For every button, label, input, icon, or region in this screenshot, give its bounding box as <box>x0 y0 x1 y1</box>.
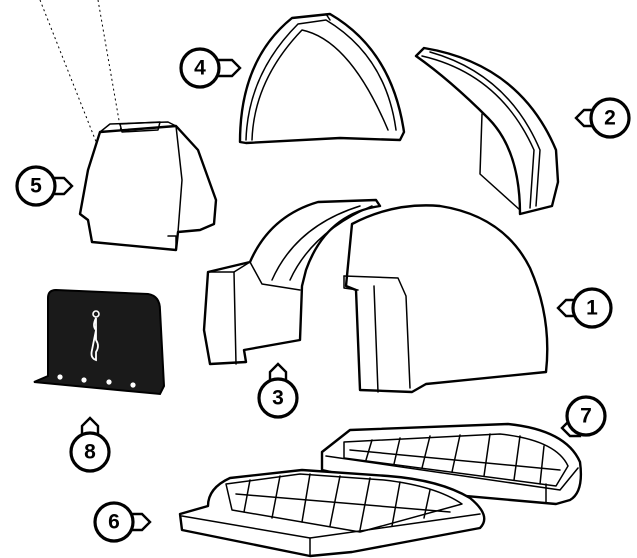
callout-badge-7: 7 <box>562 397 605 436</box>
callout-label-8: 8 <box>84 441 96 464</box>
part-door-plate <box>34 290 164 394</box>
callout-badge-5: 5 <box>17 167 72 205</box>
callout-label-3: 3 <box>272 387 284 410</box>
callout-label-1: 1 <box>586 297 598 320</box>
callout-badge-1: 1 <box>558 289 611 327</box>
callout-badge-2: 2 <box>576 99 629 137</box>
callout-label-6: 6 <box>108 511 120 534</box>
callout-label-4: 4 <box>194 57 206 80</box>
callout-badge-3: 3 <box>259 364 297 417</box>
part-front-arch <box>240 14 404 143</box>
part-dome-segment-right <box>416 48 558 214</box>
callout-badge-6: 6 <box>95 503 150 541</box>
part-main-dome <box>344 205 547 392</box>
callout-badge-8: 8 <box>71 418 109 471</box>
callout-badge-4: 4 <box>181 49 240 87</box>
callout-label-2: 2 <box>604 107 616 130</box>
callout-label-7: 7 <box>580 405 592 428</box>
part-chimney <box>40 0 216 250</box>
callout-label-5: 5 <box>30 175 42 198</box>
